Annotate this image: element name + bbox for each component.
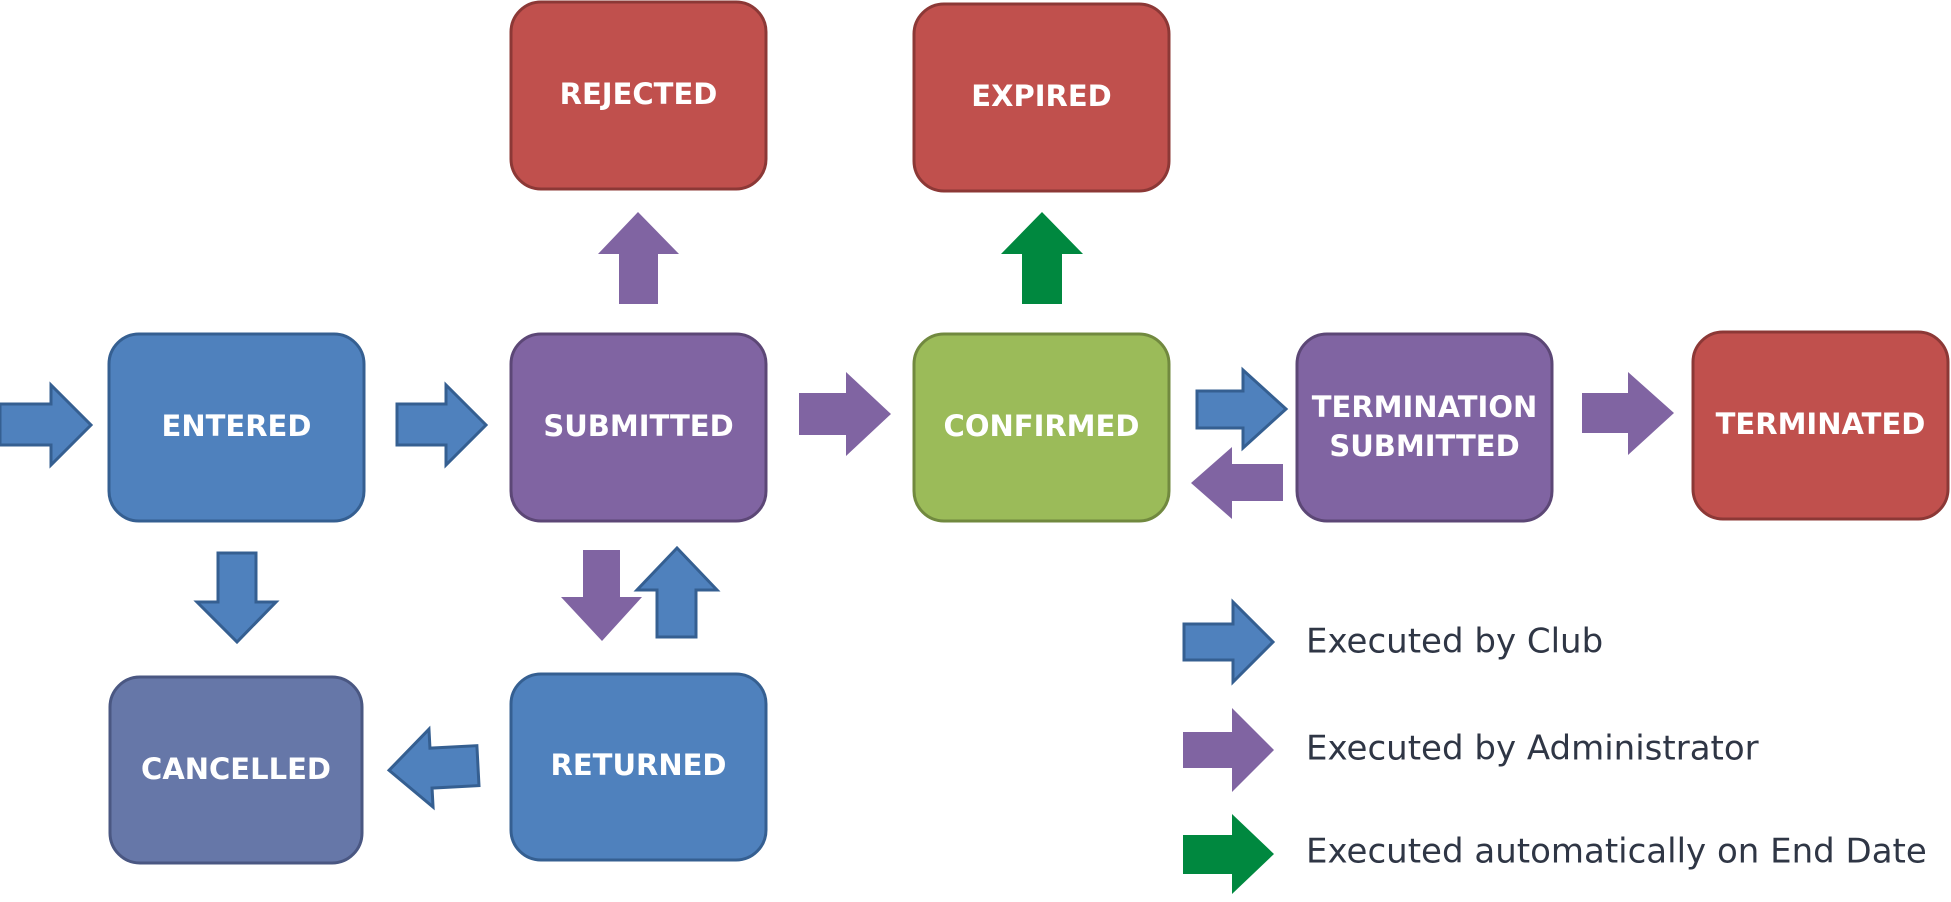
state-confirmed-label: CONFIRMED [944,409,1140,443]
legend-club-label: Executed by Club [1306,622,1603,662]
arrow-termination-submitted-to-confirmed [1191,447,1283,519]
legend-admin-arrow [1183,708,1274,792]
arrow-submitted-to-rejected [598,212,679,304]
state-returned-label: RETURNED [551,748,727,782]
state-confirmed: CONFIRMED [912,332,1171,523]
legend-item-club: Executed by Club [1182,598,1603,686]
state-terminated: TERMINATED [1691,330,1950,521]
state-cancelled: CANCELLED [108,675,364,865]
legend-auto-label: Executed automatically on End Date [1306,832,1927,872]
legend-club-arrow [1182,598,1276,686]
legend-auto-arrow [1183,814,1274,894]
state-submitted: SUBMITTED [509,332,768,523]
arrow-returned-to-submitted [633,545,721,639]
legend-admin-label: Executed by Administrator [1306,729,1759,769]
arrow-returned-to-cancelled [386,725,481,811]
state-termination-submitted-label-line1: TERMINATION [1312,390,1538,424]
arrow-entered-to-cancelled [193,551,280,645]
legend: Executed by Club Executed by Administrat… [1182,598,1927,894]
arrow-confirmed-to-expired [1001,212,1083,304]
state-returned: RETURNED [509,672,768,862]
state-termination-submitted: TERMINATION SUBMITTED [1295,332,1554,523]
state-terminated-label: TERMINATED [1716,407,1926,441]
arrow-termination-submitted-to-terminated [1582,372,1674,455]
state-rejected-label: REJECTED [560,77,718,111]
state-cancelled-label: CANCELLED [141,752,331,786]
state-entered-label: ENTERED [162,409,312,443]
state-rejected: REJECTED [509,0,768,191]
arrow-confirmed-to-termination-submitted [1195,366,1289,452]
state-expired-label: EXPIRED [971,79,1111,113]
state-expired: EXPIRED [912,2,1171,193]
state-entered: ENTERED [107,332,366,523]
legend-item-auto: Executed automatically on End Date [1183,814,1927,894]
arrow-entered-to-submitted [395,381,489,469]
arrow-into-entered [0,381,94,469]
state-termination-submitted-label-line2: SUBMITTED [1329,429,1519,463]
arrow-submitted-to-confirmed [799,372,891,456]
legend-item-admin: Executed by Administrator [1183,708,1759,792]
arrow-submitted-to-returned [561,550,642,641]
state-submitted-label: SUBMITTED [543,409,733,443]
